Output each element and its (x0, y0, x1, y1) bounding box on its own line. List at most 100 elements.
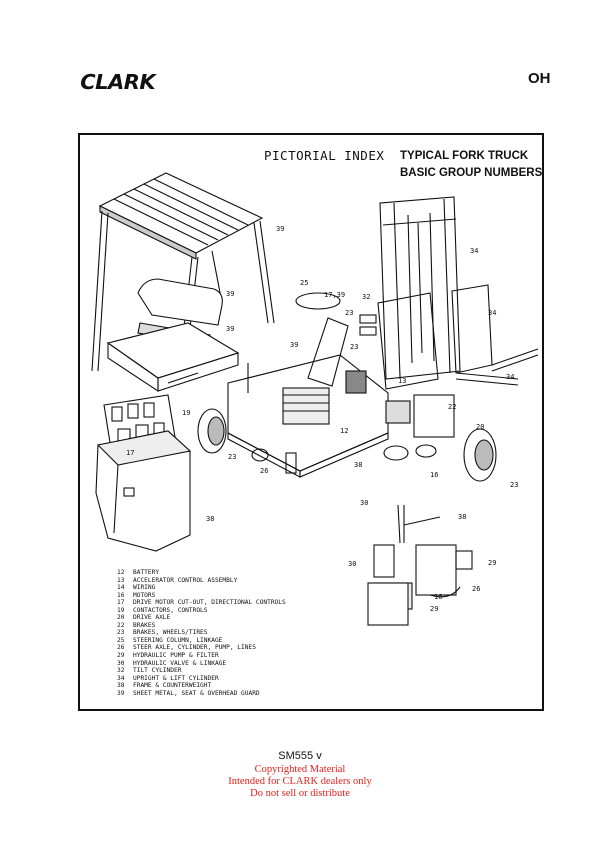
legend-row: 39 SHEET METAL, SEAT & OVERHEAD GUARD (117, 690, 286, 698)
legend-group-name: ACCELERATOR CONTROL ASSEMBLY (133, 576, 238, 584)
legend-group-name: WIRING (133, 584, 156, 592)
callout-label: 26 (260, 467, 268, 475)
callout-label: 22 (448, 403, 456, 411)
legend-group-number: 20 (117, 614, 125, 622)
truck-frame-drawing (227, 292, 389, 478)
legend-group-number: 38 (117, 682, 125, 690)
callout-label: 29 (430, 605, 438, 613)
callout-label: 39 (226, 290, 234, 298)
legend-row: 13 ACCELERATOR CONTROL ASSEMBLY (117, 577, 286, 585)
callout-label: 34 (506, 373, 514, 381)
legend-group-number: 39 (117, 689, 125, 697)
legend-group-number: 29 (117, 652, 125, 660)
callout-label: 39 (290, 341, 298, 349)
legend-group-number: 23 (117, 629, 125, 637)
callout-label: 12 (340, 427, 348, 435)
legend-row: 16 MOTORS (117, 592, 286, 600)
callout-label: 26 (472, 585, 480, 593)
figure-frame (78, 133, 544, 711)
legend-row: 26 STEER AXLE, CYLINDER, PUMP, LINES (117, 644, 286, 652)
callout-label: 30 (348, 560, 356, 568)
legend-row: 29 HYDRAULIC PUMP & FILTER (117, 652, 286, 660)
legend-group-name: FRAME & COUNTERWEIGHT (133, 682, 212, 690)
callout-label: 13 (398, 377, 406, 385)
legend-row: 34 UPRIGHT & LIFT CYLINDER (117, 675, 286, 683)
legend-group-name: UPRIGHT & LIFT CYLINDER (133, 674, 219, 682)
exploded-view-drawing: 39 39 39 25 17,39 23 39 23 13 32 34 34 3… (91, 172, 539, 626)
legend-group-number: 17 (117, 599, 125, 607)
copyright-notice-line-3: Do not sell or distribute (250, 788, 350, 799)
legend-group-name: STEERING COLUMN, LINKAGE (133, 636, 223, 644)
figure-title: PICTORIAL INDEX (264, 148, 385, 163)
legend-row: 20 DRIVE AXLE (117, 614, 286, 622)
mast-drawing (359, 196, 539, 390)
legend-group-name: DRIVE MOTOR CUT-OUT, DIRECTIONAL CONTROL… (133, 599, 286, 607)
figure-subtitle: TYPICAL FORK TRUCK BASIC GROUP NUMBERS (400, 148, 542, 182)
callout-label: 23 (350, 343, 358, 351)
legend-group-number: 22 (117, 621, 125, 629)
legend-group-number: 32 (117, 667, 125, 675)
legend-group-number: 14 (117, 584, 125, 592)
callout-label: 29 (488, 559, 496, 567)
callout-label: 16 (430, 471, 438, 479)
legend-group-name: STEER AXLE, CYLINDER, PUMP, LINES (133, 644, 256, 652)
callout-label: 23 (228, 453, 236, 461)
legend-row: 12 BATTERY (117, 569, 286, 577)
callout-label: 39 (226, 325, 234, 333)
hydraulic-assembly-drawing (367, 504, 473, 626)
callout-label: 23 (510, 481, 518, 489)
callout-label: 34 (488, 309, 496, 317)
legend-row: 17 DRIVE MOTOR CUT-OUT, DIRECTIONAL CONTR… (117, 599, 286, 607)
counterweight-drawing (95, 430, 192, 552)
legend-group-number: 12 (117, 569, 125, 576)
callout-label: 19 (182, 409, 190, 417)
model-code: OH (528, 70, 551, 87)
legend-group-name: BATTERY (133, 569, 160, 576)
legend-group-number: 34 (117, 674, 125, 682)
legend-row: 25 STEERING COLUMN, LINKAGE (117, 637, 286, 645)
callout-label: 17,39 (324, 291, 345, 299)
copyright-notice-line-2: Intended for CLARK dealers only (228, 776, 372, 787)
copyright-notice-line-1: Copyrighted Material (254, 764, 346, 775)
legend-group-name: DRIVE AXLE (133, 614, 171, 622)
callout-label: 38 (206, 515, 214, 523)
legend-group-name: CONTACTORS, CONTROLS (133, 606, 208, 614)
callout-label: 34 (470, 247, 478, 255)
legend-group-number: 13 (117, 576, 125, 584)
callout-label: 23 (345, 309, 353, 317)
overhead-guard-drawing (91, 172, 275, 372)
callout-label: 30 (360, 499, 368, 507)
legend-group-name: MOTORS (133, 591, 156, 599)
callout-label: 32 (362, 293, 370, 301)
legend-group-name: HYDRAULIC VALVE & LINKAGE (133, 659, 227, 667)
legend-group-name: HYDRAULIC PUMP & FILTER (133, 652, 219, 660)
legend-row: 14 WIRING (117, 584, 286, 592)
legend-row: 19 CONTACTORS, CONTROLS (117, 607, 286, 615)
legend-group-number: 26 (117, 644, 125, 652)
legend-group-name: TILT CYLINDER (133, 667, 182, 675)
callout-label: 20 (476, 423, 484, 431)
drive-axle-drawing (383, 394, 497, 482)
callout-label: 39 (276, 225, 284, 233)
legend-row: 30 HYDRAULIC VALVE & LINKAGE (117, 660, 286, 668)
subtitle-line-1: TYPICAL FORK TRUCK (400, 150, 529, 162)
clark-logo: CLARK (80, 70, 156, 94)
legend-group-number: 30 (117, 659, 125, 667)
legend-group-number: 16 (117, 591, 125, 599)
callout-label: 38 (458, 513, 466, 521)
document-code: SM555 v (278, 750, 322, 762)
callout-label: 25 (300, 279, 308, 287)
callout-label: 17 (126, 449, 134, 457)
hood-panel-drawing (106, 322, 240, 393)
subtitle-line-2: BASIC GROUP NUMBERS (400, 167, 543, 179)
legend-row: 38 FRAME & COUNTERWEIGHT (117, 682, 286, 690)
callout-label: 16 (434, 593, 442, 601)
legend-group-name: SHEET METAL, SEAT & OVERHEAD GUARD (133, 689, 260, 697)
legend-group-number: 25 (117, 636, 125, 644)
callout-label: 38 (354, 461, 362, 469)
legend-group-number: 19 (117, 606, 125, 614)
legend-row: 32 TILT CYLINDER (117, 667, 286, 675)
